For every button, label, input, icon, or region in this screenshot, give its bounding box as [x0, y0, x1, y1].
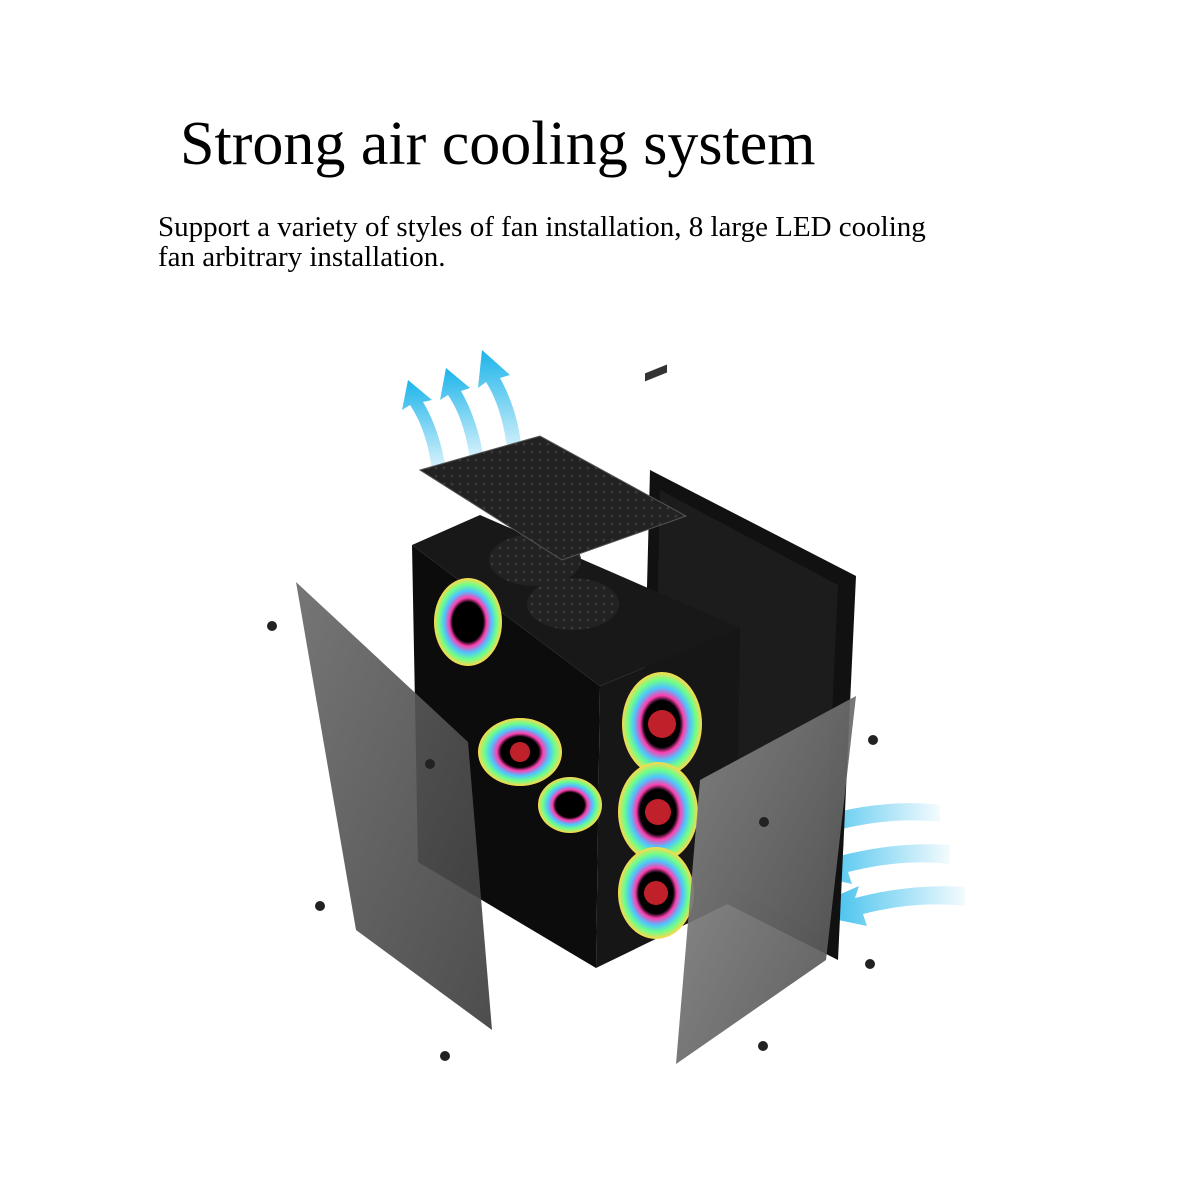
screw-icon	[315, 901, 325, 911]
screw-icon	[868, 735, 878, 745]
thumb-screws	[267, 621, 878, 1061]
up-arrow-icon	[478, 350, 522, 455]
left-arrow-icon	[800, 886, 965, 926]
fan-icon	[434, 578, 502, 666]
right-glass-panel	[676, 696, 856, 1064]
screw-icon	[758, 1041, 768, 1051]
left-glass-panel	[296, 582, 492, 1030]
screw-icon	[267, 621, 277, 631]
rgb-fans	[434, 578, 702, 939]
top-dust-filter	[418, 435, 688, 561]
up-arrow-icon	[440, 368, 484, 460]
up-arrow-icon	[402, 380, 446, 470]
page-title: Strong air cooling system	[180, 110, 816, 178]
fan-icon	[538, 777, 602, 833]
exhaust-airflow	[402, 350, 522, 470]
screw-icon	[865, 959, 875, 969]
screw-icon	[759, 817, 769, 827]
screw-icon	[425, 759, 435, 769]
feature-description: Support a variety of styles of fan insta…	[158, 211, 926, 273]
screw-icon	[440, 1051, 450, 1061]
